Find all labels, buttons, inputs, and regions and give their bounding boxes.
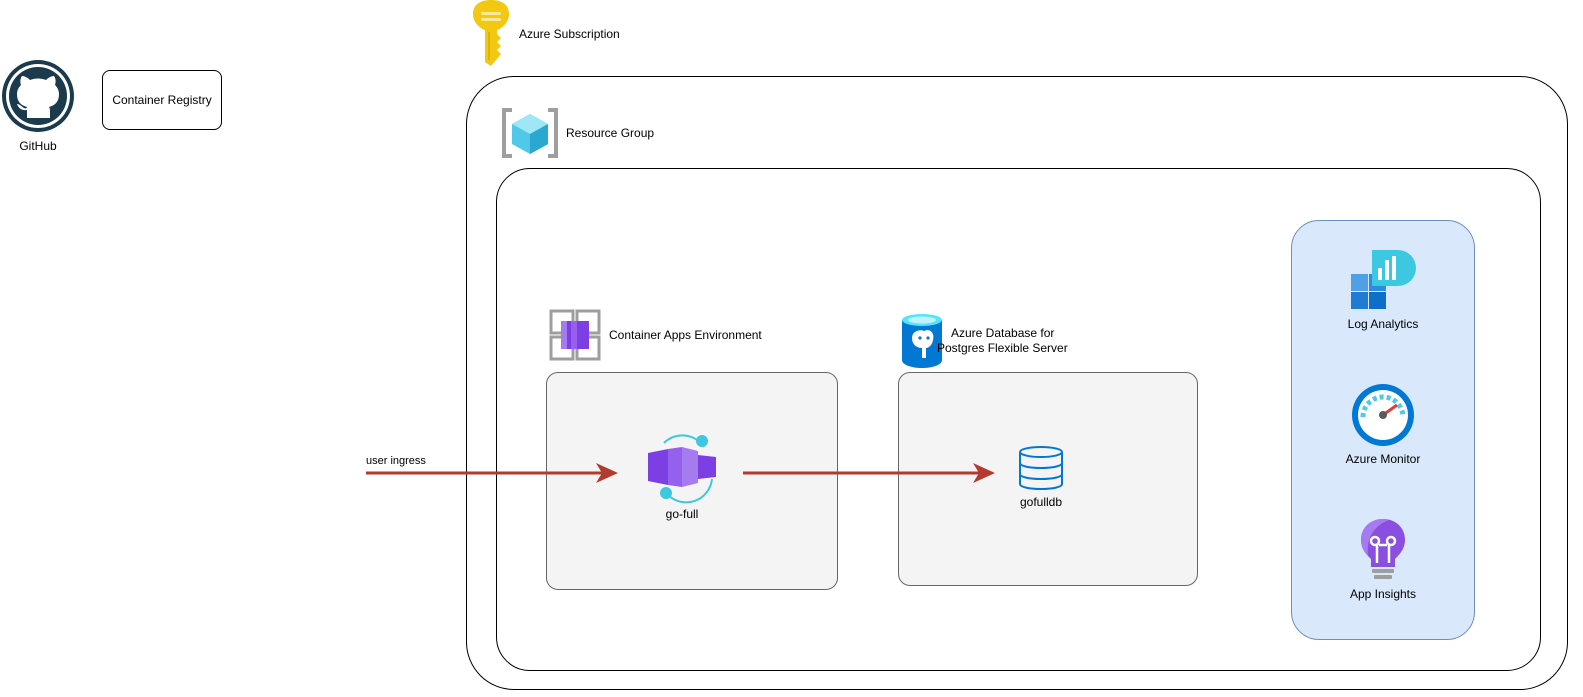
container-app-icon (648, 434, 716, 504)
app-insights-label: App Insights (1349, 587, 1417, 601)
app-to-db-arrow (743, 463, 995, 483)
database-label-line2: Postgres Flexible Server (937, 341, 1068, 355)
resource-group-container (496, 168, 1541, 671)
github-icon (2, 60, 74, 132)
subscription-label: Azure Subscription (519, 27, 620, 41)
app-insights-icon (1361, 519, 1405, 579)
container-registry-label: Container Registry (112, 93, 212, 107)
container-apps-environment-label: Container Apps Environment (609, 328, 762, 342)
log-analytics-icon (1351, 250, 1416, 309)
resource-group-icon (502, 108, 558, 158)
github-label: GitHub (19, 139, 57, 153)
database-label-line1: Azure Database for (951, 326, 1055, 340)
subscription-container (466, 76, 1568, 690)
gofulldb-label: gofulldb (1019, 495, 1063, 509)
ingress-arrow (366, 463, 618, 483)
log-analytics-label: Log Analytics (1347, 317, 1419, 331)
ingress-label: user ingress (366, 455, 426, 467)
resource-group-label: Resource Group (566, 126, 655, 140)
container-apps-environment-icon (549, 309, 601, 361)
go-full-label: go-full (665, 507, 699, 521)
azure-monitor-label: Azure Monitor (1345, 452, 1421, 466)
github-node: GitHub (0, 58, 76, 154)
key-icon (473, 0, 509, 66)
postgres-icon (902, 314, 942, 368)
azure-monitor-icon (1352, 384, 1414, 446)
database-icon (1019, 446, 1063, 491)
container-registry-node: Container Registry (102, 70, 222, 130)
